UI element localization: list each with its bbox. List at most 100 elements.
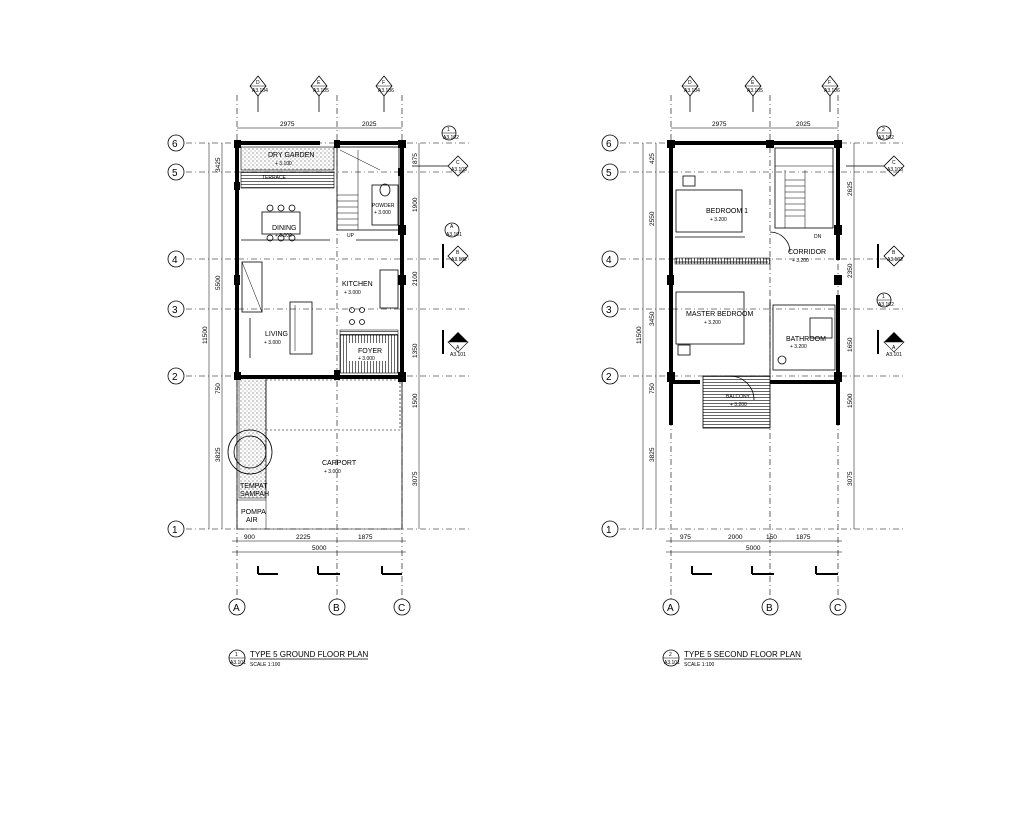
dim2-bottom-3: 150 xyxy=(766,534,777,541)
bathroom-level: + 3.200 xyxy=(790,344,807,350)
section2-marker-right-5: A A3.101 xyxy=(877,330,905,358)
section2-marker-d: D A3.104 xyxy=(681,75,700,112)
dim-bottom-total: 5000 xyxy=(312,545,327,552)
bedroom1-level: + 3.200 xyxy=(710,217,727,223)
dim-right-2: 1900 xyxy=(412,197,419,212)
bedroom1-label: BEDROOM 1 xyxy=(706,208,748,215)
dim2-bottom-1: 975 xyxy=(680,534,691,541)
pompa-label: POMPA xyxy=(241,509,266,516)
grid-col-bubbles-2: A B C xyxy=(662,598,847,616)
section2-marker-e: E A3.105 xyxy=(744,75,763,112)
kitchen-label: KITCHEN xyxy=(342,281,373,288)
svg-text:A: A xyxy=(450,224,454,230)
master-bedroom-level: + 3.200 xyxy=(704,320,721,326)
dim2-right-5: 3075 xyxy=(847,471,854,486)
dim2-right-4: 1500 xyxy=(847,393,854,408)
grid-row-5: 5 xyxy=(172,168,178,179)
dim-right-5: 1500 xyxy=(412,393,419,408)
dry-garden-label: DRY GARDEN xyxy=(268,152,314,159)
dim2-left-4: 750 xyxy=(649,383,656,394)
dim-right-3: 2100 xyxy=(412,271,419,286)
svg-text:A3.106: A3.106 xyxy=(824,88,840,94)
stair-treads xyxy=(337,149,381,230)
svg-text:E: E xyxy=(751,80,755,86)
dim2-left-1: 425 xyxy=(649,153,656,164)
stair-dn-label: DN xyxy=(814,234,822,240)
corridor-level: + 3.200 xyxy=(792,258,809,264)
svg-text:A3.102: A3.102 xyxy=(443,135,459,141)
living-level: + 3.000 xyxy=(264,340,281,346)
svg-text:B: B xyxy=(892,250,896,256)
svg-text:A3.103: A3.103 xyxy=(887,167,903,173)
dim-left-total: 11500 xyxy=(202,326,209,344)
stair-treads-2 xyxy=(784,170,806,228)
grid2-col-b: B xyxy=(766,603,773,614)
dim2-left-5: 3825 xyxy=(649,447,656,462)
dining-level: + 3.000 xyxy=(275,233,292,239)
svg-text:A3.102: A3.102 xyxy=(451,257,467,263)
dim-bottom-2: 2225 xyxy=(296,534,311,541)
svg-text:2: 2 xyxy=(669,652,672,658)
dim-right-1: 875 xyxy=(412,153,419,164)
carport-label: CARPORT xyxy=(322,460,357,467)
section2-marker-right-2: C A3.103 xyxy=(846,155,905,177)
section-marker-right-5: A A3.101 xyxy=(442,330,469,358)
svg-text:C: C xyxy=(892,160,896,166)
svg-text:1: 1 xyxy=(882,294,885,300)
svg-text:A3.102: A3.102 xyxy=(878,135,894,141)
svg-text:A3.101: A3.101 xyxy=(450,352,466,358)
living-label: LIVING xyxy=(265,331,288,338)
dim2-left-3: 3450 xyxy=(649,311,656,326)
svg-text:A3.101: A3.101 xyxy=(230,660,246,666)
grid2-row-4: 4 xyxy=(606,255,612,266)
dining-label: DINING xyxy=(272,225,297,232)
section-marker-right-4: B A3.102 xyxy=(442,244,469,268)
corridor-label: CORRIDOR xyxy=(788,249,826,256)
dim-right-4: 1350 xyxy=(412,343,419,358)
air-label: AIR xyxy=(246,517,258,524)
powder-level: + 3.000 xyxy=(374,210,391,216)
kitchen-level: + 3.000 xyxy=(344,290,361,296)
section-marker-d: D A3.104 xyxy=(249,75,268,112)
svg-text:E: E xyxy=(317,80,321,86)
second-floor-scale: SCALE 1:100 xyxy=(684,662,715,668)
grid-row-6: 6 xyxy=(172,139,178,150)
ground-floor-plan: DRY GARDEN + 3.100 TERRACE DINING + 3.00… xyxy=(167,75,470,668)
dim2-right-3: 1650 xyxy=(847,337,854,352)
powder-label: POWDER xyxy=(372,203,395,209)
svg-text:A: A xyxy=(456,345,460,351)
svg-text:A3.105: A3.105 xyxy=(747,88,763,94)
dim2-right-2: 2350 xyxy=(847,263,854,278)
section2-marker-right-4: 1 A3.102 xyxy=(876,292,894,308)
section2-marker-f: F A3.106 xyxy=(821,75,840,112)
sampah-label: SAMPAH xyxy=(240,491,269,498)
svg-text:A3.105: A3.105 xyxy=(313,88,329,94)
svg-text:C: C xyxy=(456,160,460,166)
svg-text:A3.102: A3.102 xyxy=(878,302,894,308)
svg-text:A3.104: A3.104 xyxy=(252,88,268,94)
dim2-top-2: 2025 xyxy=(796,121,811,128)
dim-left-4: 3825 xyxy=(215,447,222,462)
foyer-label: FOYER xyxy=(358,348,382,355)
svg-text:B: B xyxy=(456,250,460,256)
foyer-level: + 3.000 xyxy=(358,356,375,362)
grid-row-2: 2 xyxy=(172,372,178,383)
dim-bottom-1: 900 xyxy=(244,534,255,541)
grid2-col-c: C xyxy=(834,603,841,614)
grid-col-c: C xyxy=(398,603,405,614)
svg-text:A3.102: A3.102 xyxy=(887,257,903,263)
dim-right-6: 3075 xyxy=(412,471,419,486)
master-bedroom-label: MASTER BEDROOM xyxy=(686,311,753,318)
grid2-row-6: 6 xyxy=(606,139,612,150)
svg-text:A3.101: A3.101 xyxy=(446,232,462,238)
svg-text:D: D xyxy=(688,80,692,86)
svg-text:2: 2 xyxy=(882,127,885,133)
dim-left-2: 5500 xyxy=(215,275,222,290)
svg-text:A3.101: A3.101 xyxy=(664,660,680,666)
grid-row-bubbles: 6 5 4 3 2 1 xyxy=(167,134,185,538)
section-marker-f: F A3.106 xyxy=(375,75,394,112)
tempat-label: TEMPAT xyxy=(240,483,268,490)
balcony-level: + 3.200 xyxy=(730,402,747,408)
section-marker-right-1: 1 A3.102 xyxy=(441,125,459,141)
